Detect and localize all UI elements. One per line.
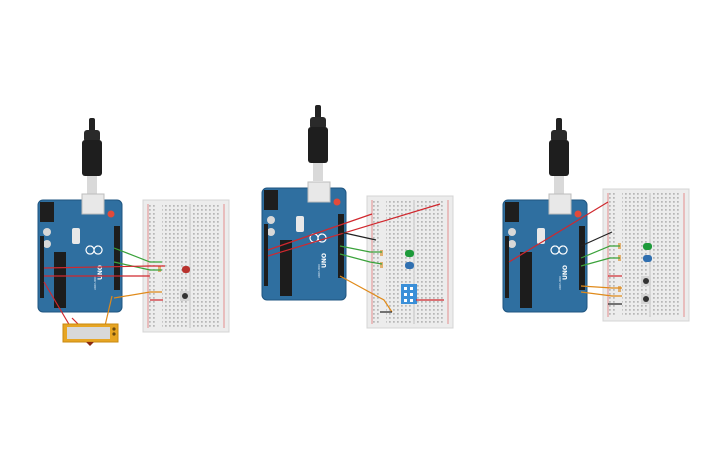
- arduino-uno-board[interactable]: UNO ARDUINO: [261, 181, 347, 301]
- green-led[interactable]: [405, 250, 414, 257]
- infinity-logo-icon: [550, 245, 568, 255]
- circuit-3[interactable]: UNO ARDUINO: [502, 118, 690, 322]
- board-brand: ARDUINO: [93, 275, 97, 290]
- resistor[interactable]: [618, 286, 621, 292]
- board-brand: ARDUINO: [558, 275, 562, 290]
- resistor[interactable]: [380, 262, 383, 268]
- infinity-logo-icon: [85, 245, 103, 255]
- green-led[interactable]: [643, 243, 652, 250]
- pushbutton[interactable]: [641, 276, 651, 286]
- blue-led[interactable]: [643, 255, 652, 262]
- circuit-1[interactable]: UNO ARDUINO: [37, 118, 230, 346]
- red-led[interactable]: [182, 266, 190, 273]
- resistor[interactable]: [158, 266, 161, 272]
- usb-cable[interactable]: [308, 105, 328, 181]
- lcd-module[interactable]: [62, 323, 119, 346]
- blue-led[interactable]: [405, 262, 414, 269]
- board-label: UNO: [97, 265, 104, 280]
- usb-cable[interactable]: [549, 118, 569, 194]
- board-label: UNO: [321, 253, 328, 268]
- resistor[interactable]: [380, 250, 383, 256]
- pushbutton[interactable]: [641, 294, 651, 304]
- wires[interactable]: [43, 247, 165, 331]
- circuit-2[interactable]: UNO ARDUINO: [261, 105, 454, 329]
- board-label: UNO: [562, 265, 569, 280]
- dip-switch[interactable]: [401, 284, 417, 304]
- wires[interactable]: [267, 203, 444, 313]
- pushbutton[interactable]: [180, 291, 190, 301]
- usb-cable[interactable]: [82, 118, 102, 194]
- arduino-uno-board[interactable]: UNO ARDUINO: [37, 193, 123, 313]
- wires[interactable]: [508, 201, 622, 305]
- board-brand: ARDUINO: [317, 263, 321, 278]
- arduino-uno-board[interactable]: UNO ARDUINO: [502, 193, 588, 313]
